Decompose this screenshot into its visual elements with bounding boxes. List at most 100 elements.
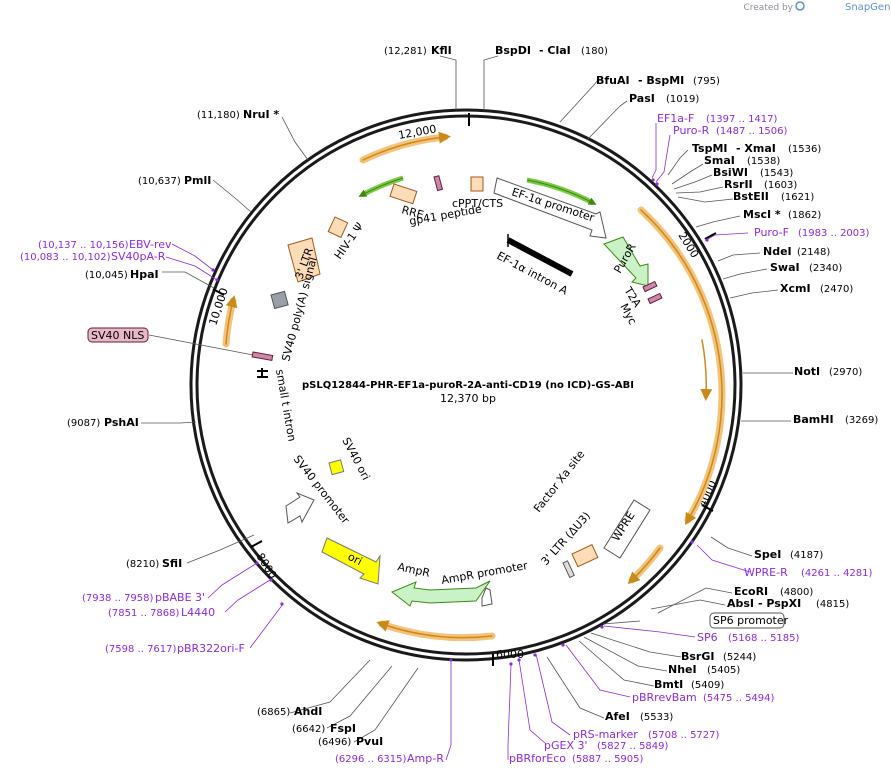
site-tspmi: TspMI	[692, 142, 728, 155]
primer-sv40pa-r: SV40pA-R	[111, 250, 166, 263]
primer-sp6-coord: (5168 .. 5185)	[728, 633, 800, 644]
sv40-ori-label: SV40 ori	[339, 435, 372, 482]
primer-sp6: SP6	[697, 631, 718, 644]
primer-puro-f-coord: (1983 .. 2003)	[798, 228, 870, 239]
gp41-marker	[433, 175, 444, 192]
sv40-nls-label: SV40 NLS	[91, 329, 144, 342]
site-bsiwi-coord: (1543)	[760, 168, 793, 179]
site-msci-coord: (1862)	[788, 210, 821, 221]
site-ecori: EcoRI	[734, 585, 768, 598]
snapgene-logo-icon	[795, 1, 805, 11]
ampr-label: AmpR	[396, 560, 431, 580]
primer-ticks	[211, 178, 709, 666]
ef1a-intron-label: EF-1α intron A	[495, 249, 571, 297]
site-pspxi: - PspXI	[758, 597, 801, 610]
primer-pgex3-coord: (5827 .. 5849)	[597, 741, 669, 752]
site-pasi-coord: (1019)	[666, 94, 699, 105]
site-rsrii-coord: (1603)	[764, 180, 797, 191]
site-ndei-coord: (2148)	[797, 247, 830, 258]
site-bspmi-coord: (795)	[693, 76, 720, 87]
primer-amp-r-coord: (6296 .. 6315)	[335, 754, 407, 765]
primer-ef1a-f-coord: (1397 .. 1417)	[706, 114, 778, 125]
primer-l4440-coord: (7851 .. 7868)	[108, 608, 180, 619]
site-fspi: FspI	[330, 722, 356, 735]
site-spei-coord: (4187)	[790, 550, 823, 561]
primer-pbrforeco-coord: (5887 .. 5905)	[572, 754, 644, 765]
site-bamhi: BamHI	[793, 413, 834, 426]
site-nrui: NruI *	[243, 108, 279, 121]
primer-leader-lines	[165, 123, 751, 761]
site-bamhi-coord: (3269)	[845, 415, 878, 426]
site-bsrgi-coord: (5244)	[723, 652, 756, 663]
site-xmai-coord: (1536)	[788, 144, 821, 155]
primer-sv40pa-r-coord: (10,083 .. 10,102)	[20, 252, 111, 263]
site-hpai-coord: (10,045)	[85, 270, 128, 281]
rre-box	[389, 183, 418, 205]
wpre-box	[603, 499, 651, 559]
site-sfii-coord: (8210)	[126, 559, 159, 570]
sv40-promoter-arrow	[285, 491, 315, 524]
sv40-ori-box	[328, 459, 345, 476]
site-bsiwi: BsiWI	[713, 166, 748, 179]
site-absi: AbsI	[727, 597, 754, 610]
site-pmli: PmlI	[184, 174, 211, 187]
small-t-intron-marker	[257, 368, 268, 378]
orf-arcs	[222, 131, 726, 642]
site-pvui-coord: (6496)	[318, 737, 351, 748]
factor-xa-label: Factor Xa site	[531, 448, 587, 515]
ef1a-intron-bar	[506, 237, 574, 277]
tick-6000: 6000	[496, 648, 524, 661]
primer-puro-r: Puro-R	[673, 124, 710, 137]
site-pspxi-coord: (4815)	[816, 599, 849, 610]
site-nhei-coord: (5405)	[707, 665, 740, 676]
site-afei-coord: (5533)	[640, 712, 673, 723]
site-clai: - ClaI	[539, 44, 571, 57]
primer-labels: EF1a-F (1397 .. 1417) Puro-R (1487 .. 15…	[20, 112, 873, 765]
site-xmai: - XmaI	[736, 142, 776, 155]
primer-pbrforeco: pBRforEco	[509, 752, 566, 765]
site-kfli-coord: (12,281)	[384, 46, 427, 57]
snapgene-logo: SnapGene	[845, 2, 891, 13]
ltr3-du3-end	[562, 560, 575, 579]
ef1a-promoter-label: EF-1α promoter	[510, 185, 596, 224]
cppt-label: cPPT/CTS	[452, 197, 503, 210]
tick-marks	[212, 113, 717, 666]
primer-puro-f: Puro-F	[754, 226, 789, 239]
site-ecori-coord: (4800)	[780, 587, 813, 598]
primer-ef1a-f: EF1a-F	[657, 112, 694, 125]
site-spei: SpeI	[754, 548, 781, 561]
site-pmli-coord: (10,637)	[138, 176, 181, 187]
primer-pbrrevbam: pBRrevBam	[632, 691, 697, 704]
primer-pbabe3-coord: (7938 .. 7958)	[82, 593, 154, 604]
site-pshai-coord: (9087)	[67, 418, 100, 429]
primer-pgex3: pGEX 3'	[544, 739, 588, 752]
site-nhei: NheI	[668, 663, 697, 676]
primer-ebv-rev: EBV-rev	[129, 238, 172, 251]
sv40-nls-marker	[251, 351, 274, 361]
site-swai-coord: (2340)	[809, 263, 842, 274]
cppt-box	[470, 176, 484, 192]
myc-marker	[647, 292, 663, 305]
site-noti-coord: (2970)	[829, 367, 862, 378]
site-sfii: SfiI	[162, 557, 182, 570]
branding-text: Created by	[743, 3, 793, 13]
primer-pbr322ori-f: pBR322ori-F	[177, 642, 245, 655]
sp6-promoter-label: SP6 promoter	[713, 614, 789, 627]
plasmid-name: pSLQ12844-PHR-EF1a-puroR-2A-anti-CD19 (n…	[302, 380, 634, 391]
site-nrui-coord: (11,180)	[197, 110, 240, 121]
ltr3-du3-box	[571, 544, 599, 568]
primer-amp-r: Amp-R	[407, 752, 444, 765]
site-bsrgi: BsrGI	[681, 650, 714, 663]
primer-pbr322ori-f-coord: (7598 .. 7617)	[105, 644, 177, 655]
site-rsrii: RsrII	[724, 178, 753, 191]
site-kfli: KflI	[431, 44, 452, 57]
backbone-outer	[189, 108, 743, 662]
site-noti: NotI	[794, 365, 820, 378]
site-ndei: NdeI	[763, 245, 792, 258]
primer-l4440: L4440	[181, 606, 215, 619]
site-bsteii: BstEII	[733, 190, 769, 203]
site-pshai: PshAI	[104, 416, 139, 429]
ampr-arrow	[391, 580, 491, 607]
primer-prs-marker-coord: (5708 .. 5727)	[648, 730, 720, 741]
